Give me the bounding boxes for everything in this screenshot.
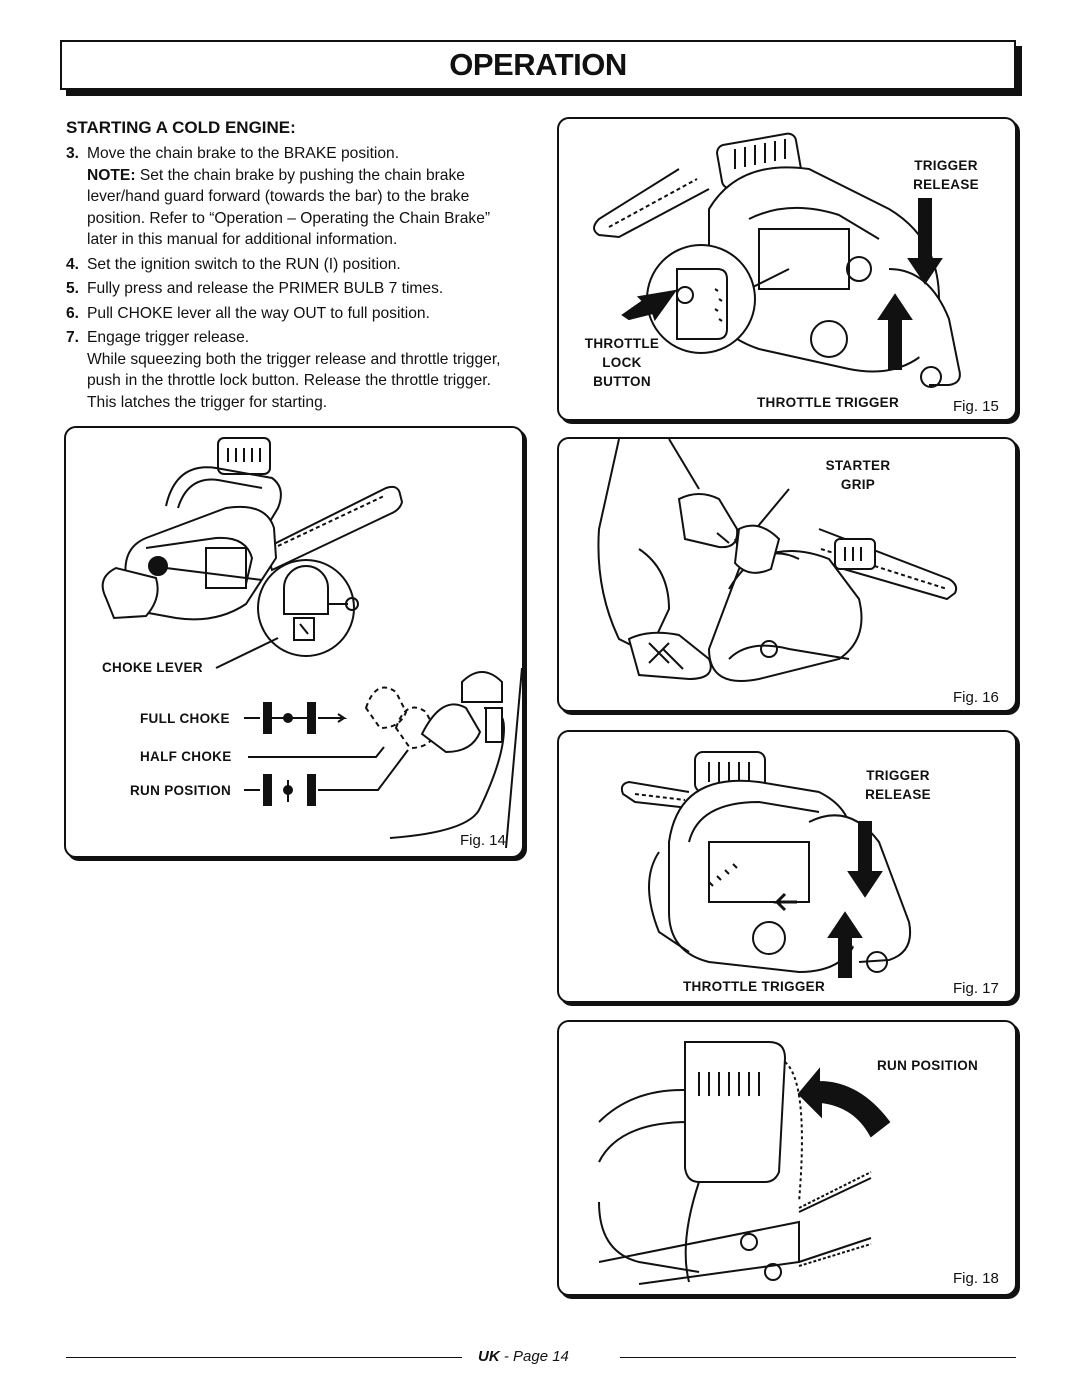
fig-15-caption: Fig. 15	[953, 398, 999, 415]
fig-17-caption: Fig. 17	[953, 980, 999, 997]
full-choke-label: FULL CHOKE	[140, 711, 230, 726]
fig-14-caption: Fig. 14	[460, 832, 506, 849]
figure-16: STARTER GRIP Fig. 16	[557, 437, 1017, 712]
footer-rule-left	[66, 1357, 462, 1358]
run-position-label: RUN POSITION	[877, 1058, 979, 1073]
note-text: Set the chain brake by pushing the chain…	[87, 166, 491, 249]
step-7: 7. Engage trigger release.	[66, 329, 250, 346]
footer-rule-right	[620, 1357, 1016, 1358]
fig-16-caption: Fig. 16	[953, 689, 999, 706]
throttle-trigger-label: THROTTLE TRIGGER	[683, 979, 826, 994]
figure-18: RUN POSITION Fig. 18	[557, 1020, 1017, 1296]
starter-grip-label: STARTER GRIP	[825, 458, 891, 492]
note-label: NOTE:	[87, 166, 136, 184]
starter-grip-illustration	[597, 439, 958, 682]
step-7-detail: While squeezing both the trigger release…	[87, 350, 501, 411]
figure-14: CHOKE LEVER FULL CHOKE HALF CHOKE RUN PO…	[64, 426, 524, 858]
section-title: STARTING A COLD ENGINE:	[66, 118, 296, 137]
throttle-lock-button-label: THROTTLE LOCK BUTTON	[584, 336, 660, 389]
step-6: 6. Pull CHOKE lever all the way OUT to f…	[66, 304, 430, 322]
trigger-release-label: TRIGGER RELEASE	[913, 158, 979, 192]
step-5: 5. Fully press and release the PRIMER BU…	[66, 280, 444, 297]
page-footer: UK - Page 14	[0, 1345, 1080, 1369]
page-header: OPERATION	[60, 40, 1016, 90]
page-title: OPERATION	[449, 47, 627, 82]
step-3-note: NOTE: Set the chain brake by pushing the…	[66, 165, 516, 251]
chainsaw-trigger-illustration	[593, 132, 961, 388]
step-4: 4. Set the ignition switch to the RUN (I…	[66, 255, 401, 273]
fig-18-caption: Fig. 18	[953, 1270, 999, 1287]
instruction-steps: 3. Move the chain brake to the BRAKE pos…	[66, 143, 516, 413]
trigger-release-label: TRIGGER RELEASE	[865, 768, 931, 802]
chainsaw-choke-illustration	[101, 437, 522, 849]
half-choke-label: HALF CHOKE	[140, 749, 232, 764]
throttle-trigger-label: THROTTLE TRIGGER	[757, 395, 900, 410]
step-3: 3. Move the chain brake to the BRAKE pos…	[66, 145, 400, 162]
footer-page-number: UK - Page 14	[478, 1348, 569, 1365]
run-position-label: RUN POSITION	[130, 783, 232, 798]
figure-17: TRIGGER RELEASE THROTTLE TRIGGER Fig. 17	[557, 730, 1017, 1003]
figure-15: TRIGGER RELEASE THROTTLE LOCK BUTTON THR…	[557, 117, 1017, 421]
run-position-illustration	[598, 1041, 891, 1285]
choke-lever-label: CHOKE LEVER	[102, 660, 203, 675]
chainsaw-trigger-release-illustration	[620, 751, 911, 978]
